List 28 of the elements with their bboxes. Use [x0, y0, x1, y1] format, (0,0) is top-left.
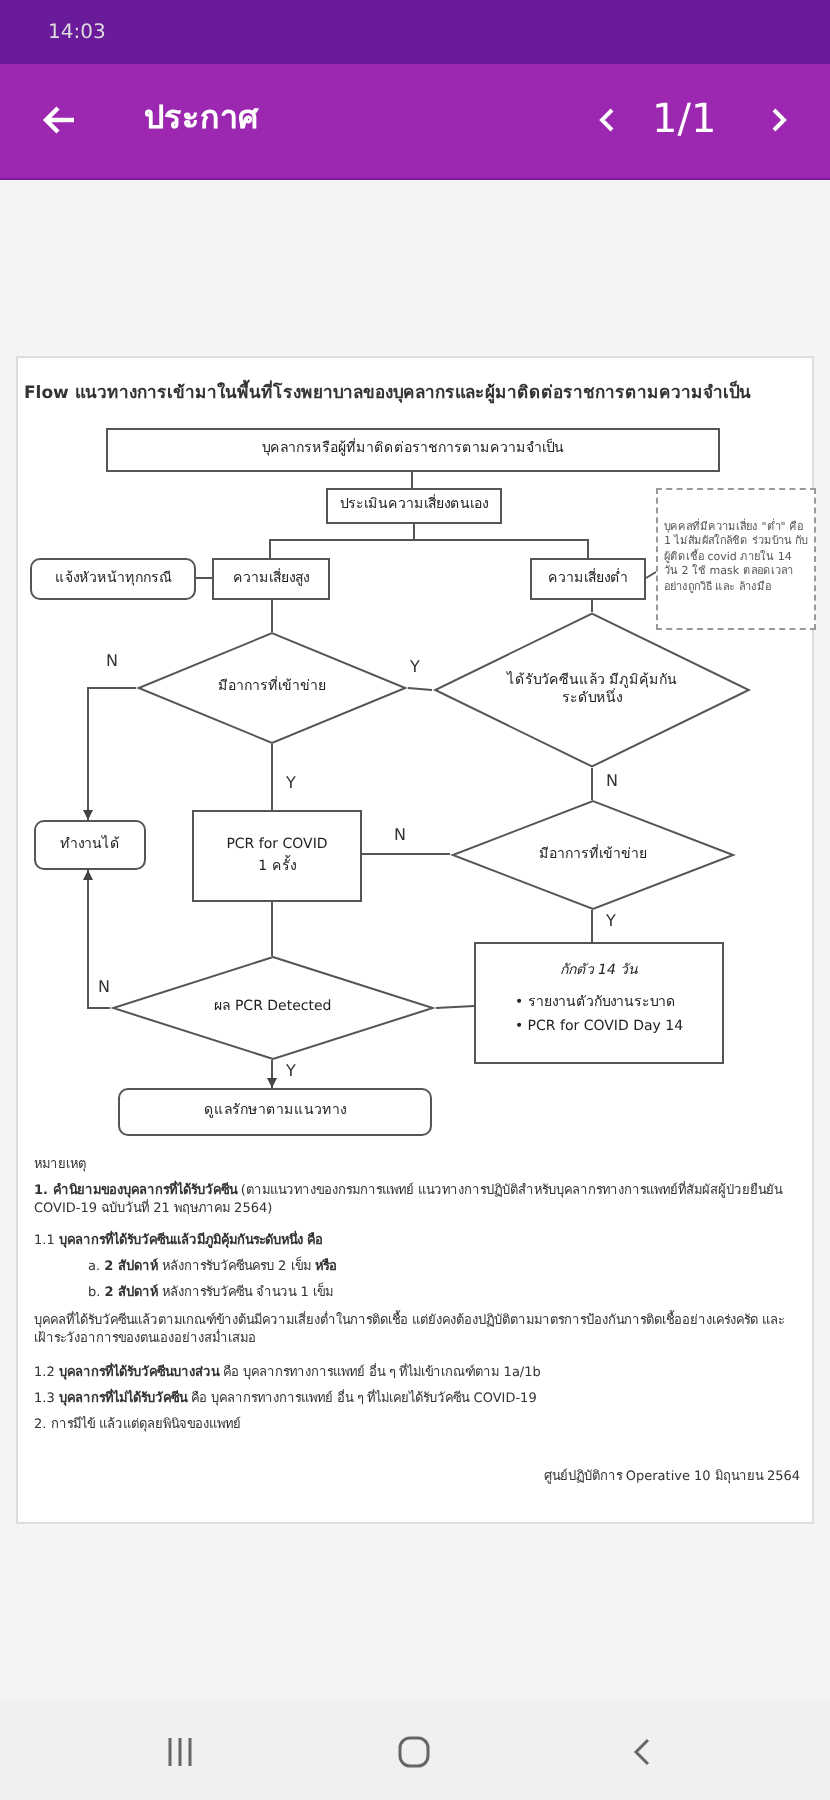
- connector-line: [591, 599, 593, 613]
- edge-label: N: [392, 828, 408, 844]
- connector-line: [411, 471, 413, 489]
- page-counter: 1/1: [652, 92, 719, 144]
- connector-line: [271, 901, 273, 957]
- arrow: [83, 687, 137, 821]
- title: Flow แนวทางการเข้ามาในพื้นที่โรงพยาบาลของบุคลากรและผู้มาติดต่อราชการตามความจำเป็น: [24, 384, 814, 408]
- arrow: [83, 869, 111, 1009]
- edge-label: N: [96, 980, 112, 996]
- edge-label: N: [604, 774, 620, 790]
- clock-text: 14:03: [48, 20, 108, 48]
- edge-label: Y: [284, 776, 298, 792]
- edge-label: N: [104, 654, 120, 670]
- connector-line: [591, 909, 593, 943]
- connector-line: [195, 577, 213, 579]
- connector-line: [407, 687, 433, 691]
- connector-line: [413, 523, 589, 559]
- page-title: ประกาศ: [144, 96, 261, 140]
- edge-label: Y: [408, 660, 422, 676]
- edge-label: Y: [284, 1064, 298, 1080]
- arrow: [267, 1059, 277, 1089]
- connector-line: [271, 743, 273, 811]
- connector-line: [645, 571, 657, 579]
- connector-line: [435, 1005, 475, 1009]
- connector-line: [361, 853, 451, 855]
- connector-line: [591, 767, 593, 801]
- edge-label: Y: [604, 914, 618, 930]
- connector-line: [271, 599, 273, 633]
